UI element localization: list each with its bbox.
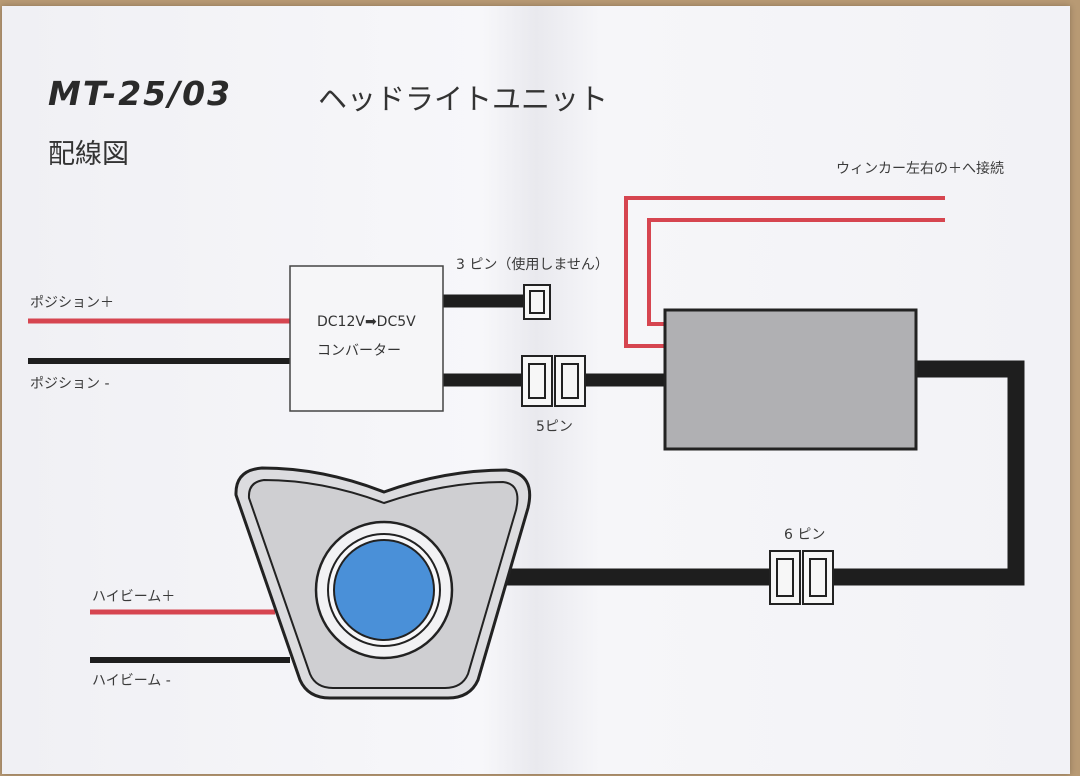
highbeam-minus-label: ハイビーム - bbox=[92, 673, 171, 689]
control-unit-box bbox=[663, 308, 918, 451]
pin3-label: 3 ピン（使用しません） bbox=[456, 257, 609, 273]
title-unit: ヘッドライトユニット bbox=[318, 82, 609, 116]
highbeam-plus-label: ハイビーム＋ bbox=[92, 589, 176, 605]
turn-signal-label: ウィンカー左右の＋へ接続 bbox=[836, 161, 1004, 177]
pin5-label: 5ピン bbox=[536, 419, 573, 435]
position-minus-label: ポジション - bbox=[30, 376, 110, 392]
title-model: MT-25/03 bbox=[48, 74, 233, 113]
converter-line2: コンバーター bbox=[317, 343, 401, 359]
title-subtitle: 配線図 bbox=[48, 139, 129, 170]
converter-line1: DC12V➡DC5V bbox=[317, 314, 416, 330]
turn-signal-wire-inner bbox=[647, 218, 945, 326]
pin6-connector bbox=[769, 550, 834, 605]
position-plus-label: ポジション＋ bbox=[30, 295, 114, 311]
pin6-label: 6 ピン bbox=[784, 527, 826, 543]
turn-signal-wire-outer bbox=[624, 196, 945, 348]
converter-box bbox=[289, 265, 444, 412]
pin3-connector bbox=[523, 284, 551, 320]
unit-to-6pin-cable bbox=[833, 360, 1025, 586]
pin5-connector bbox=[521, 355, 586, 407]
headlight-unit bbox=[234, 466, 532, 700]
